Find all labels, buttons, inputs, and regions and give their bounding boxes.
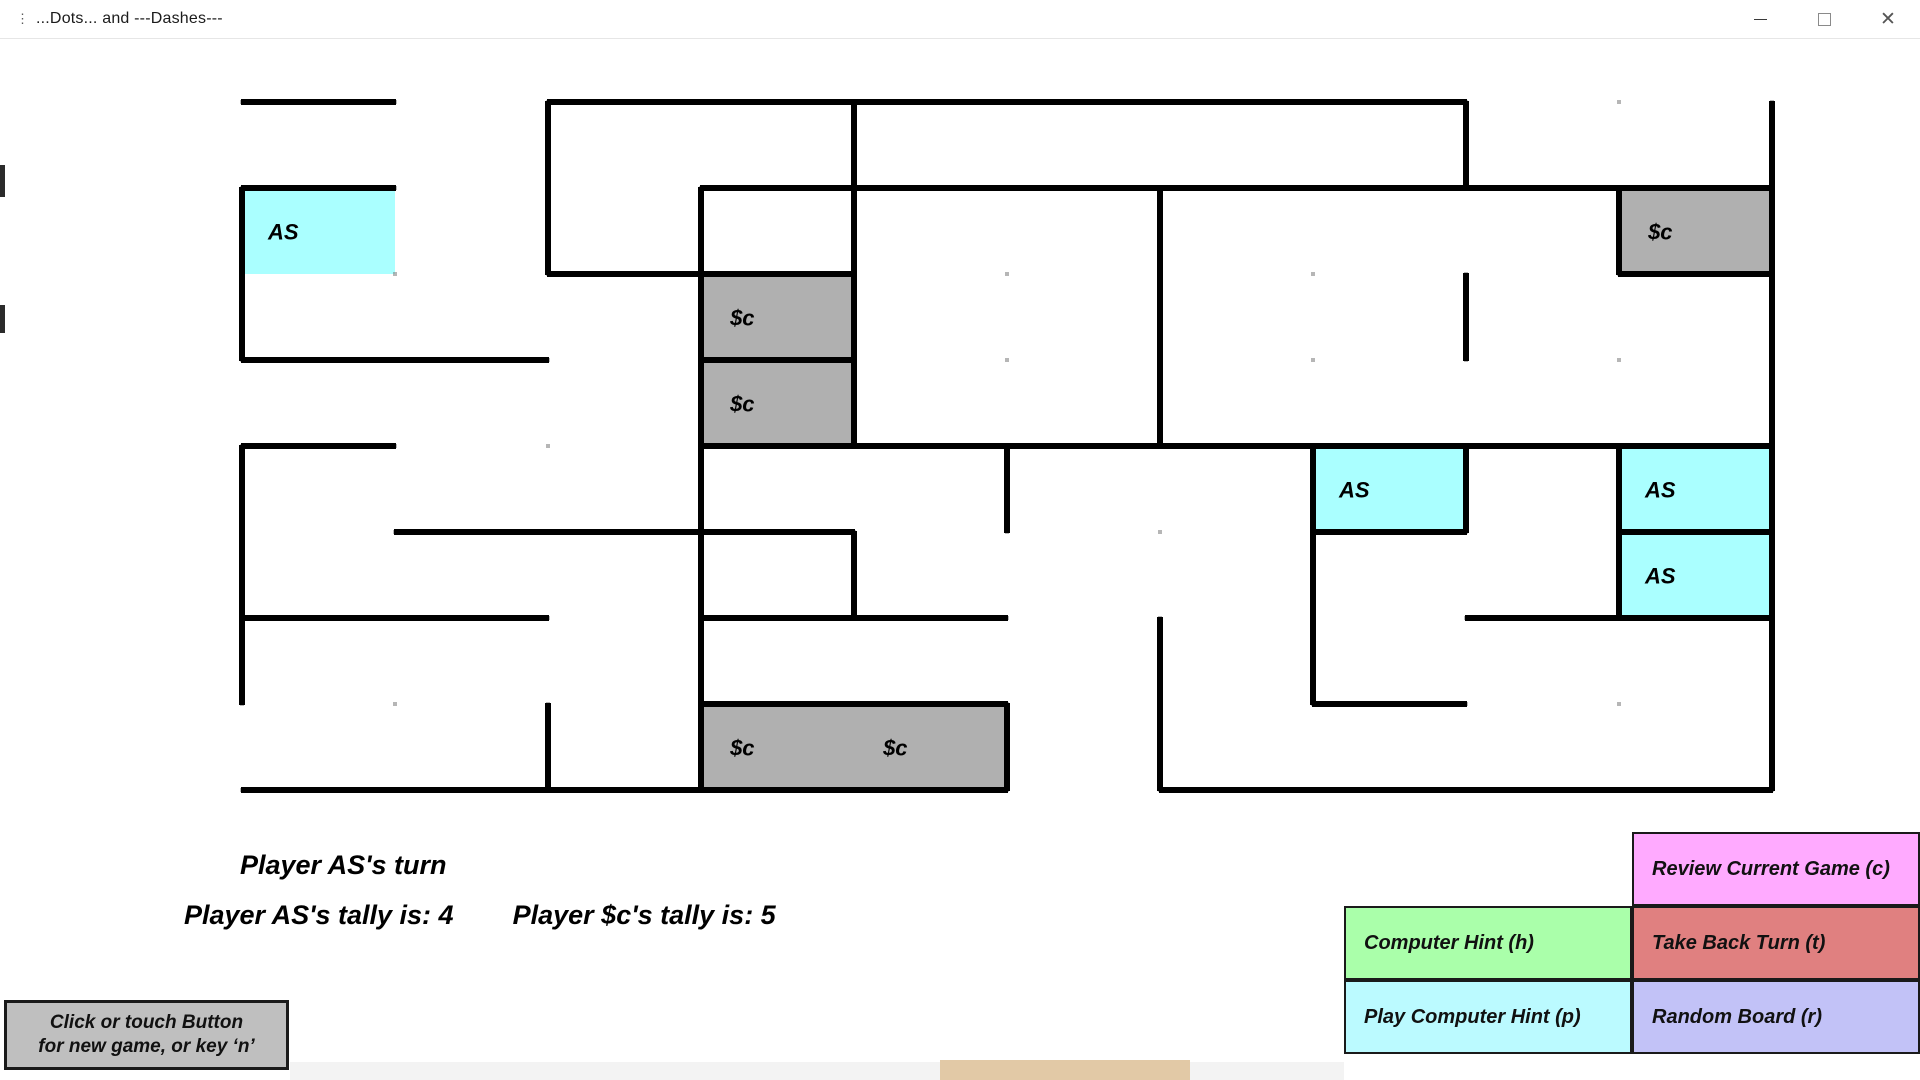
grid-dot xyxy=(1617,358,1621,362)
play-computer-hint-button[interactable]: Play Computer Hint (p) xyxy=(1344,980,1632,1054)
captured-cell-dc xyxy=(701,274,854,360)
action-button-panel: Review Current Game (c) Computer Hint (h… xyxy=(1344,832,1920,1080)
grid-dot xyxy=(1158,530,1162,534)
random-board-button[interactable]: Random Board (r) xyxy=(1632,980,1920,1054)
grid-dot xyxy=(1005,358,1009,362)
minimize-button[interactable] xyxy=(1728,0,1792,38)
tally-player-b: Player $c's tally is: 5 xyxy=(512,900,776,930)
grid-dot xyxy=(1311,358,1315,362)
new-game-line-2: for new game, or key ‘n’ xyxy=(38,1036,255,1057)
captured-cell-dc xyxy=(701,704,854,790)
review-current-game-button[interactable]: Review Current Game (c) xyxy=(1632,832,1920,906)
cell-owner-mark: $c xyxy=(882,736,907,761)
new-game-line-1: Click or touch Button xyxy=(49,1012,244,1034)
captured-cell-dc xyxy=(854,704,1007,790)
title-bar-left: ⋮ ...Dots... and ---Dashes--- xyxy=(0,10,223,28)
left-edge-artifact-1 xyxy=(0,165,5,197)
close-button[interactable]: ✕ xyxy=(1856,0,1920,38)
tally-player-a: Player AS's tally is: 4 xyxy=(184,900,454,930)
captured-cell-AS xyxy=(1313,446,1466,532)
grid-dot xyxy=(1005,272,1009,276)
cell-owner-mark: AS xyxy=(267,220,299,245)
cell-owner-mark: $c xyxy=(729,736,754,761)
captured-cell-dc xyxy=(1619,188,1772,274)
cell-owner-mark: AS xyxy=(1338,478,1370,503)
captured-cell-AS xyxy=(242,188,395,274)
grid-dot xyxy=(1617,702,1621,706)
cell-owner-mark: AS xyxy=(1644,478,1676,503)
bottom-strip-accent xyxy=(940,1060,1190,1080)
cell-owner-mark: $c xyxy=(729,306,754,331)
close-icon: ✕ xyxy=(1880,8,1896,30)
window-title: ...Dots... and ---Dashes--- xyxy=(36,10,223,27)
computer-hint-button[interactable]: Computer Hint (h) xyxy=(1344,906,1632,980)
captured-cell-AS xyxy=(1619,532,1772,618)
tally-line: Player AS's tally is: 4 Player $c's tall… xyxy=(184,900,776,931)
turn-indicator: Player AS's turn xyxy=(240,850,447,880)
new-game-button[interactable]: Click or touch Button for new game, or k… xyxy=(4,1000,289,1070)
grid-dot xyxy=(1617,100,1621,104)
title-bar: ⋮ ...Dots... and ---Dashes--- ✕ xyxy=(0,0,1920,39)
grid-dot xyxy=(546,444,550,448)
take-back-turn-button[interactable]: Take Back Turn (t) xyxy=(1632,906,1920,980)
captured-cell-dc xyxy=(701,360,854,446)
grid-dot xyxy=(393,702,397,706)
captured-cell-AS xyxy=(1619,446,1772,532)
grid-dot xyxy=(1311,272,1315,276)
cell-owner-mark: AS xyxy=(1644,564,1676,589)
cell-owner-mark: $c xyxy=(1647,220,1672,245)
minimize-icon xyxy=(1753,18,1767,20)
grid-dot xyxy=(393,272,397,276)
app-icon: ⋮ xyxy=(16,11,29,26)
maximize-icon xyxy=(1817,12,1831,26)
window-controls: ✕ xyxy=(1728,0,1920,38)
maximize-button[interactable] xyxy=(1792,0,1856,38)
left-edge-artifact-2 xyxy=(0,305,5,333)
cell-owner-mark: $c xyxy=(729,392,754,417)
